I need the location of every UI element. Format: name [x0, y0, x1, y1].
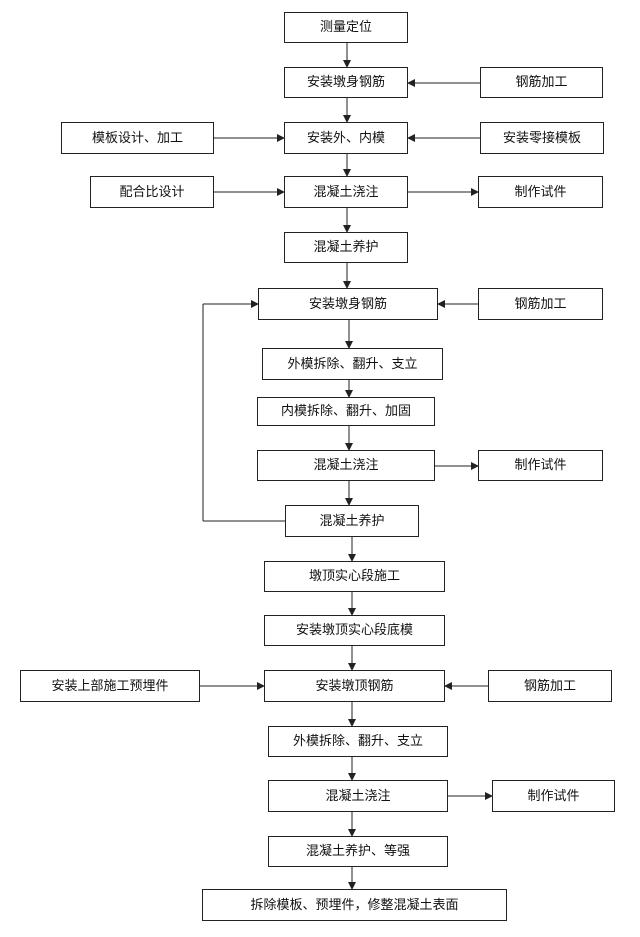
side-make-test-specimens-3: 制作试件 — [492, 780, 615, 812]
step-concrete-curing-strength: 混凝土养护、等强 — [268, 836, 448, 867]
step-inner-formwork-remove-lift-secure: 内模拆除、翻升、加固 — [257, 397, 435, 426]
side-install-upper-embedded-parts: 安装上部施工预埋件 — [20, 670, 200, 702]
side-formwork-design-processing: 模板设计、加工 — [61, 122, 214, 154]
step-concrete-pouring: 混凝土浇注 — [284, 176, 408, 208]
side-make-test-specimens-2: 制作试件 — [478, 450, 603, 481]
step-install-pier-rebar: 安装墩身钢筋 — [284, 67, 408, 98]
side-mix-proportion-design: 配合比设计 — [90, 176, 214, 208]
step-install-pier-top-rebar: 安装墩顶钢筋 — [264, 670, 445, 702]
step-remove-formwork-finish-surface: 拆除模板、预埋件，修整混凝土表面 — [202, 889, 507, 921]
step-install-pier-rebar-cycle: 安装墩身钢筋 — [258, 288, 438, 320]
side-rebar-processing-1: 钢筋加工 — [480, 67, 603, 98]
side-rebar-processing-3: 钢筋加工 — [488, 670, 612, 702]
step-install-pier-top-bottom-formwork: 安装墩顶实心段底模 — [264, 615, 445, 646]
step-concrete-curing-cycle: 混凝土养护 — [285, 505, 419, 537]
step-outer-formwork-remove-lift-erect: 外模拆除、翻升、支立 — [262, 348, 443, 380]
step-install-outer-inner-formwork: 安装外、内模 — [284, 122, 408, 154]
step-outer-formwork-remove-lift-erect-2: 外模拆除、翻升、支立 — [268, 726, 448, 757]
side-make-test-specimens-1: 制作试件 — [478, 176, 603, 208]
step-survey-positioning: 测量定位 — [284, 12, 408, 43]
step-concrete-pouring-cycle: 混凝土浇注 — [257, 450, 435, 481]
step-concrete-curing: 混凝土养护 — [284, 232, 408, 263]
side-install-connecting-formwork: 安装零接模板 — [480, 122, 604, 154]
step-concrete-pouring-final: 混凝土浇注 — [268, 780, 448, 812]
side-rebar-processing-2: 钢筋加工 — [478, 288, 603, 320]
step-pier-top-solid-section: 墩顶实心段施工 — [264, 561, 445, 592]
